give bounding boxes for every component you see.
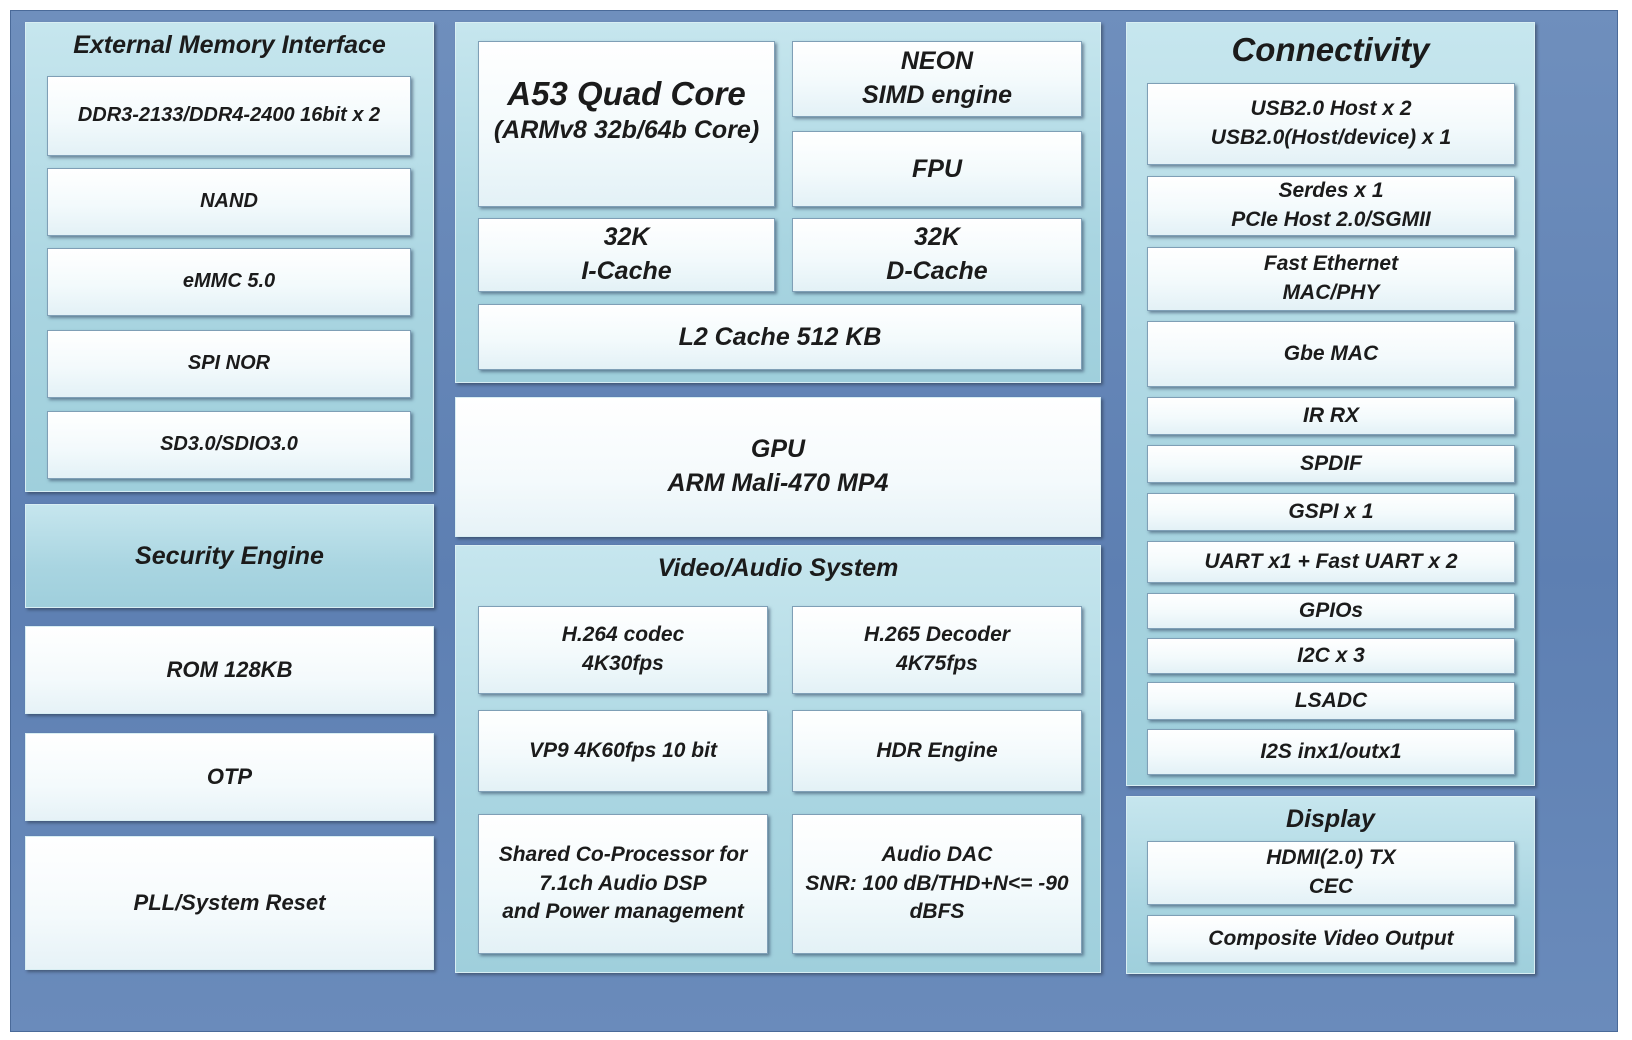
dcache-block: 32K D-Cache (792, 218, 1082, 292)
conn-i2c: I2C x 3 (1147, 638, 1515, 674)
otp-block: OTP (25, 733, 434, 821)
video-audio-panel: Video/Audio System H.264 codec 4K30fps H… (455, 545, 1101, 973)
conn-ir-rx: IR RX (1147, 397, 1515, 435)
cpu-core-subtitle: (ARMv8 32b/64b Core) (493, 115, 760, 144)
cpu-core: A53 Quad Core (ARMv8 32b/64b Core) (478, 41, 775, 207)
vp9-block: VP9 4K60fps 10 bit (478, 710, 768, 792)
audio-dac-block: Audio DAC SNR: 100 dB/THD+N<= -90 dBFS (792, 814, 1082, 954)
coprocessor-block: Shared Co-Processor for 7.1ch Audio DSP … (478, 814, 768, 954)
icache-block: 32K I-Cache (478, 218, 775, 292)
display-hdmi: HDMI(2.0) TX CEC (1147, 841, 1515, 905)
conn-lsadc: LSADC (1147, 682, 1515, 720)
display-title: Display (1286, 805, 1375, 833)
memory-sd: SD3.0/SDIO3.0 (47, 411, 411, 479)
memory-emmc: eMMC 5.0 (47, 248, 411, 316)
security-engine: Security Engine (25, 504, 434, 608)
hdr-engine: HDR Engine (792, 710, 1082, 792)
memory-ddr: DDR3-2133/DDR4-2400 16bit x 2 (47, 76, 411, 156)
conn-gspi: GSPI x 1 (1147, 493, 1515, 531)
video-audio-title: Video/Audio System (657, 554, 899, 582)
connectivity-panel: Connectivity USB2.0 Host x 2 USB2.0(Host… (1126, 22, 1535, 786)
conn-fast-ethernet: Fast Ethernet MAC/PHY (1147, 247, 1515, 311)
conn-gpios: GPIOs (1147, 593, 1515, 629)
display-panel: Display HDMI(2.0) TX CEC Composite Video… (1126, 796, 1535, 974)
conn-gbe-mac: Gbe MAC (1147, 321, 1515, 387)
memory-spi-nor: SPI NOR (47, 330, 411, 398)
conn-spdif: SPDIF (1147, 445, 1515, 483)
external-memory-panel: External Memory Interface DDR3-2133/DDR4… (25, 22, 434, 492)
conn-usb: USB2.0 Host x 2 USB2.0(Host/device) x 1 (1147, 83, 1515, 165)
cpu-core-title: A53 Quad Core (507, 74, 746, 112)
external-memory-title: External Memory Interface (73, 31, 386, 59)
rom-block: ROM 128KB (25, 626, 434, 714)
pll-block: PLL/System Reset (25, 836, 434, 970)
neon-engine: NEON SIMD engine (792, 41, 1082, 117)
connectivity-title: Connectivity (1231, 31, 1430, 68)
conn-i2s: I2S inx1/outx1 (1147, 729, 1515, 775)
fpu-block: FPU (792, 131, 1082, 207)
l2-cache-block: L2 Cache 512 KB (478, 304, 1082, 370)
h264-codec: H.264 codec 4K30fps (478, 606, 768, 694)
conn-serdes: Serdes x 1 PCIe Host 2.0/SGMII (1147, 176, 1515, 236)
gpu-block: GPU ARM Mali-470 MP4 (455, 397, 1101, 537)
memory-nand: NAND (47, 168, 411, 236)
h265-decoder: H.265 Decoder 4K75fps (792, 606, 1082, 694)
cpu-panel: A53 Quad Core (ARMv8 32b/64b Core) NEON … (455, 22, 1101, 383)
conn-uart: UART x1 + Fast UART x 2 (1147, 541, 1515, 583)
display-composite: Composite Video Output (1147, 915, 1515, 963)
